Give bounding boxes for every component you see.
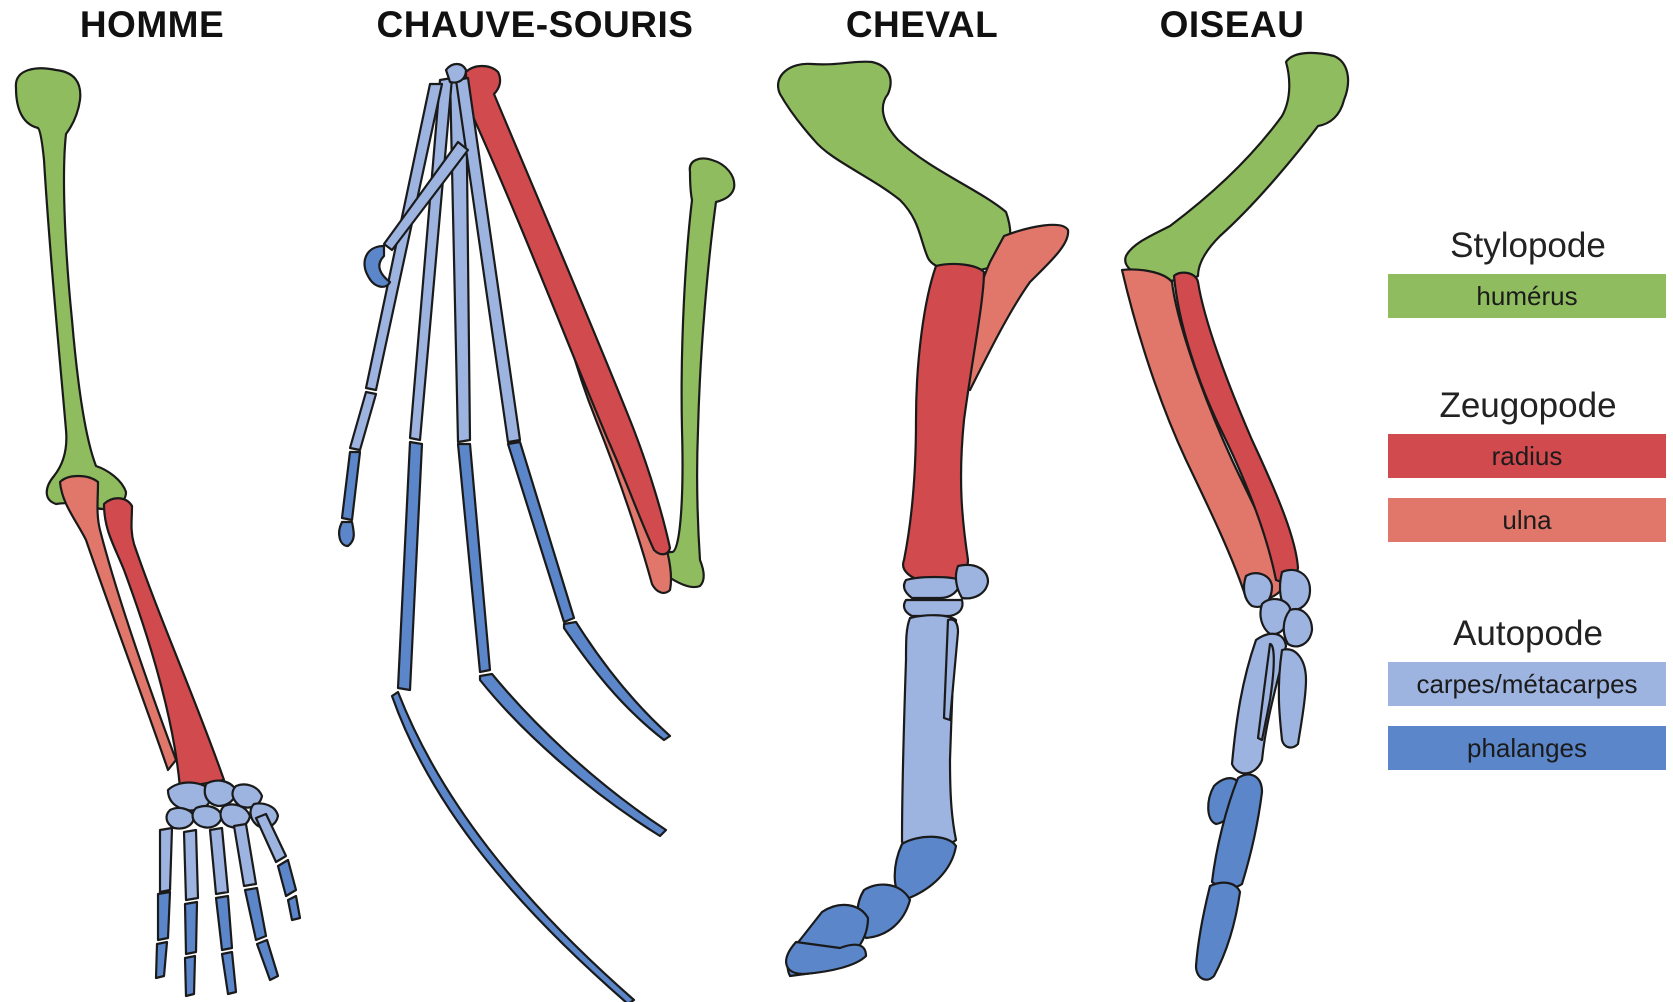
cheval-carpals — [902, 565, 988, 849]
legend-title-zeugopode: Zeugopode — [1388, 386, 1668, 426]
swatch-label-radius: radius — [1492, 441, 1563, 472]
cheval-radius — [903, 264, 984, 582]
oiseau-carpals — [1232, 570, 1312, 773]
cheval-phalanges — [786, 837, 956, 976]
chauve-souris-wing — [339, 64, 734, 1002]
cheval-humerus — [778, 62, 1010, 272]
swatch-label-ulna: ulna — [1502, 505, 1551, 536]
legend-stylopode: Stylopode humérus — [1388, 226, 1668, 318]
swatch-label-phalanges: phalanges — [1467, 733, 1587, 764]
legend-title-autopode: Autopode — [1388, 614, 1668, 654]
swatch-carpes: carpes/métacarpes — [1388, 662, 1666, 706]
homme-carpals — [160, 781, 286, 900]
oiseau-wing — [1122, 53, 1348, 980]
swatch-humerus: humérus — [1388, 274, 1666, 318]
oiseau-phalanges — [1196, 774, 1262, 979]
legend-title-stylopode: Stylopode — [1388, 226, 1668, 266]
swatch-phalanges: phalanges — [1388, 726, 1666, 770]
oiseau-humerus — [1125, 53, 1348, 281]
legend-autopode: Autopode carpes/métacarpes phalanges — [1388, 614, 1668, 770]
homme-arm — [16, 68, 300, 996]
homme-humerus — [16, 68, 126, 509]
swatch-label-carpes: carpes/métacarpes — [1416, 669, 1637, 700]
cheval-leg — [778, 62, 1068, 976]
swatch-ulna: ulna — [1388, 498, 1666, 542]
swatch-radius: radius — [1388, 434, 1666, 478]
chauve-souris-humerus — [660, 159, 734, 588]
swatch-label-humerus: humérus — [1476, 281, 1577, 312]
legend-zeugopode: Zeugopode radius ulna — [1388, 386, 1668, 542]
